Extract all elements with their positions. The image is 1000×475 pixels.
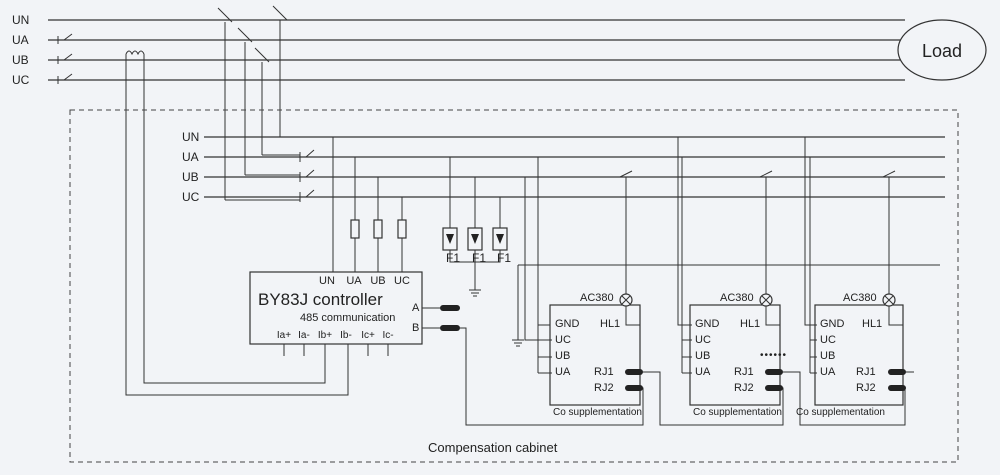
module-2-supply: AC380 — [720, 292, 754, 304]
controller-port-a: A — [412, 302, 420, 314]
controller-term-ic-plus: Ic+ — [361, 330, 375, 341]
mains-label-ub: UB — [12, 53, 29, 67]
controller-subtitle: 485 communication — [300, 312, 395, 324]
module-3-rj2: RJ2 — [856, 382, 876, 394]
module-3-supply: AC380 — [843, 292, 877, 304]
controller-title: BY83J controller — [258, 290, 383, 309]
controller-term-ua: UA — [346, 275, 362, 287]
module-3-hl1: HL1 — [862, 318, 882, 330]
module-3-caption: Co supplementation — [796, 407, 885, 418]
module-1-term-ub: UB — [555, 350, 570, 362]
module-1-rj2: RJ2 — [594, 382, 614, 394]
module-3-term-gnd: GND — [820, 318, 845, 330]
current-transformer-icon — [125, 50, 145, 56]
ellipsis-dots: •••••• — [760, 350, 787, 361]
mains-label-uc: UC — [12, 73, 30, 87]
module-2-hl1: HL1 — [740, 318, 760, 330]
bus-drop-lines — [217, 5, 288, 200]
controller-term-uc: UC — [394, 275, 410, 287]
module-1: AC380 GND UC UB UA HL1 RJ1 RJ2 Co supple… — [549, 292, 642, 418]
main-switch-icon — [63, 33, 73, 81]
module-2-caption: Co supplementation — [693, 407, 782, 418]
arrester-label-2: F1 — [472, 251, 486, 265]
module-3-term-uc: UC — [820, 334, 836, 346]
controller-current-leads — [283, 344, 389, 356]
module-2-term-ua: UA — [695, 366, 711, 378]
module-1-term-ua: UA — [555, 366, 571, 378]
module-3: AC380 GND UC UB UA HL1 RJ1 RJ2 Co supple… — [796, 292, 904, 418]
controller-term-ia-minus: Ia- — [298, 330, 310, 341]
controller-port-b: B — [412, 322, 419, 334]
module-1-term-gnd: GND — [555, 318, 580, 330]
rs485-plug-a-icon — [440, 305, 460, 311]
ct-lead-2 — [143, 54, 326, 384]
module-3-term-ub: UB — [820, 350, 835, 362]
arrester-label-1: F1 — [446, 251, 460, 265]
module-2-term-ub: UB — [695, 350, 710, 362]
mains-label-un: UN — [12, 13, 29, 27]
ground-icon — [469, 289, 481, 297]
module-bus-taps — [537, 137, 903, 374]
bus-label-un: UN — [182, 130, 199, 144]
controller-term-ib-plus: Ib+ — [318, 330, 332, 341]
load-ellipse — [897, 19, 987, 81]
module-2-term-gnd: GND — [695, 318, 720, 330]
module-feeds — [512, 157, 940, 347]
controller-term-ia-plus: Ia+ — [277, 330, 291, 341]
module-1-rj1: RJ1 — [594, 366, 614, 378]
rs485-plug-b-icon — [440, 325, 460, 331]
cabinet-title: Compensation cabinet — [428, 440, 558, 455]
mains-label-ua: UA — [12, 33, 29, 47]
module-rj-plugs — [625, 369, 914, 391]
bus-label-ub: UB — [182, 170, 199, 184]
fuse-uc-icon — [397, 219, 407, 239]
module-2: AC380 GND UC UB UA HL1 RJ1 RJ2 Co supple… — [689, 292, 782, 418]
module-2-rj1: RJ1 — [734, 366, 754, 378]
ct-lead-1 — [125, 54, 349, 396]
fuse-ua-icon — [350, 219, 360, 239]
voltage-taps — [332, 137, 407, 272]
cabinet-bus — [204, 136, 945, 202]
bus-label-ua: UA — [182, 150, 199, 164]
bus-label-uc: UC — [182, 190, 200, 204]
module-2-rj2: RJ2 — [734, 382, 754, 394]
module-2-term-uc: UC — [695, 334, 711, 346]
mains-lines — [48, 19, 905, 84]
surge-arresters — [442, 157, 508, 297]
module-1-term-uc: UC — [555, 334, 571, 346]
load-label: Load — [922, 41, 962, 61]
module-1-hl1: HL1 — [600, 318, 620, 330]
module-3-term-ua: UA — [820, 366, 836, 378]
fuse-ub-icon — [373, 219, 383, 239]
controller-term-ub: UB — [370, 275, 385, 287]
module-1-supply: AC380 — [580, 292, 614, 304]
controller-term-ic-minus: Ic- — [382, 330, 393, 341]
controller-term-ib-minus: Ib- — [340, 330, 352, 341]
module-3-rj1: RJ1 — [856, 366, 876, 378]
controller-term-un: UN — [319, 275, 335, 287]
arrester-arrow-icon — [446, 234, 504, 244]
cabinet-frame — [69, 109, 959, 463]
module-1-caption: Co supplementation — [553, 407, 642, 418]
arrester-label-3: F1 — [497, 251, 511, 265]
